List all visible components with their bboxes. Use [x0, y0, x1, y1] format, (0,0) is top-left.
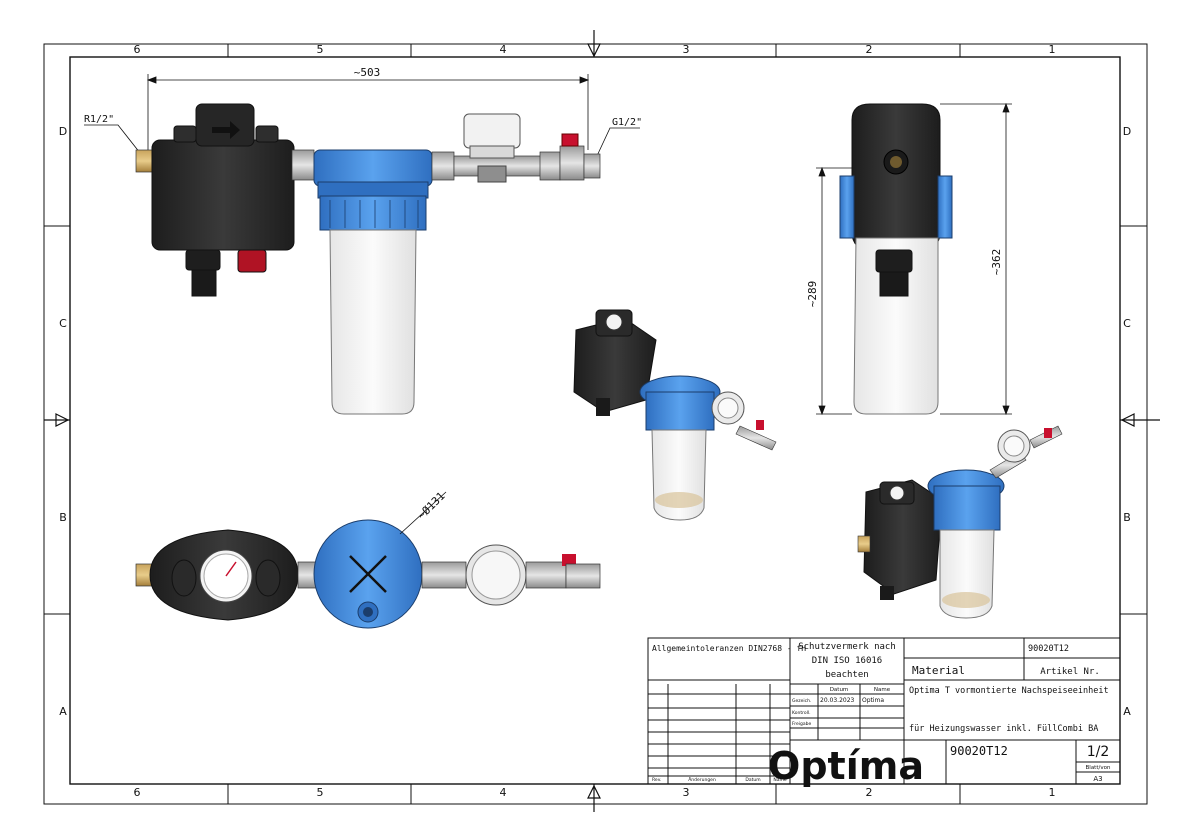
row-label: C: [59, 317, 67, 330]
front-view: ~503 R1/2" G1/2": [84, 66, 642, 415]
valve-handle: [561, 133, 579, 147]
outlet-thread-label: G1/2": [612, 117, 642, 128]
dimension-height-total: ~362: [990, 249, 1003, 276]
side-view: ~362 ~289: [806, 102, 1012, 416]
row-label: B: [59, 511, 67, 524]
col-label: 6: [134, 786, 141, 799]
col-label: 3: [683, 43, 690, 56]
svg-text:A3: A3: [1093, 775, 1102, 783]
svg-text:Änderungen: Änderungen: [688, 776, 716, 783]
dimension-width: [146, 74, 590, 150]
dimension-height-body: ~289: [806, 281, 819, 308]
dimension-width-label: ~503: [354, 66, 381, 79]
col-label: 2: [866, 43, 873, 56]
iso-view-1: [573, 309, 777, 521]
row-label: B: [1123, 511, 1131, 524]
col-label: 2: [866, 786, 873, 799]
row-label: D: [1123, 125, 1131, 138]
svg-text:Schutzvermerk nach: Schutzvermerk nach: [798, 642, 896, 652]
sheet-number: 1/2: [1087, 744, 1110, 760]
filter-head: [313, 149, 433, 187]
top-view: ~Ø131: [135, 490, 601, 629]
red-cap: [237, 249, 267, 273]
svg-text:Material: Material: [912, 664, 965, 677]
col-label: 1: [1049, 43, 1056, 56]
row-label: A: [59, 705, 67, 718]
col-label: 5: [317, 786, 324, 799]
row-label: A: [1123, 705, 1131, 718]
row-label: C: [1123, 317, 1131, 330]
inlet-fitting: [135, 149, 155, 173]
svg-text:Name: Name: [773, 777, 787, 783]
col-label: 4: [500, 43, 507, 56]
center-marks: [44, 30, 1160, 812]
description-line-2: für Heizungswasser inkl. FüllCombi BA: [909, 724, 1098, 734]
description-line-1: Optima T vormontierte Nachspeiseeinheit: [909, 686, 1109, 696]
svg-text:beachten: beachten: [825, 670, 868, 680]
svg-text:Name: Name: [874, 687, 891, 693]
row-label: D: [59, 125, 67, 138]
col-label: 3: [683, 786, 690, 799]
col-label: 6: [134, 43, 141, 56]
svg-text:Kontroll.: Kontroll.: [792, 710, 811, 716]
svg-text:Datum: Datum: [745, 777, 760, 783]
svg-text:Rev.: Rev.: [652, 777, 661, 783]
col-label: 4: [500, 786, 507, 799]
svg-text:Artikel Nr.: Artikel Nr.: [1040, 667, 1100, 677]
svg-text:20.03.2023: 20.03.2023: [820, 697, 855, 704]
tolerances-text: Allgemeintoleranzen DIN2768 - fH: [652, 644, 806, 653]
iso-view-2: [857, 425, 1063, 619]
col-label: 5: [317, 43, 324, 56]
svg-text:Optima: Optima: [862, 697, 884, 704]
svg-text:DIN ISO 16016: DIN ISO 16016: [812, 656, 882, 666]
water-meter: [463, 113, 521, 149]
drawing-frame: 6 5 4 3 2 1 6 5 4 3 2 1 D C B A D C B A: [43, 30, 1160, 812]
svg-text:Datum: Datum: [830, 687, 849, 693]
valve-body: [151, 139, 295, 251]
title-block: Allgemeintoleranzen DIN2768 - fH Schutzv…: [647, 637, 1121, 788]
svg-text:Blatt/von: Blatt/von: [1086, 765, 1111, 771]
dimension-diameter: ~Ø131: [415, 490, 448, 523]
optima-logo: Optíma: [768, 744, 924, 788]
svg-text:Gezeich.: Gezeich.: [792, 698, 811, 704]
inlet-thread-label: R1/2": [84, 114, 114, 125]
col-label: 1: [1049, 786, 1056, 799]
article-number-top: 90020T12: [1028, 644, 1069, 654]
filter-bowl: [329, 229, 417, 415]
svg-text:Freigabe: Freigabe: [792, 721, 812, 727]
drawing-number: 90020T12: [950, 744, 1008, 758]
